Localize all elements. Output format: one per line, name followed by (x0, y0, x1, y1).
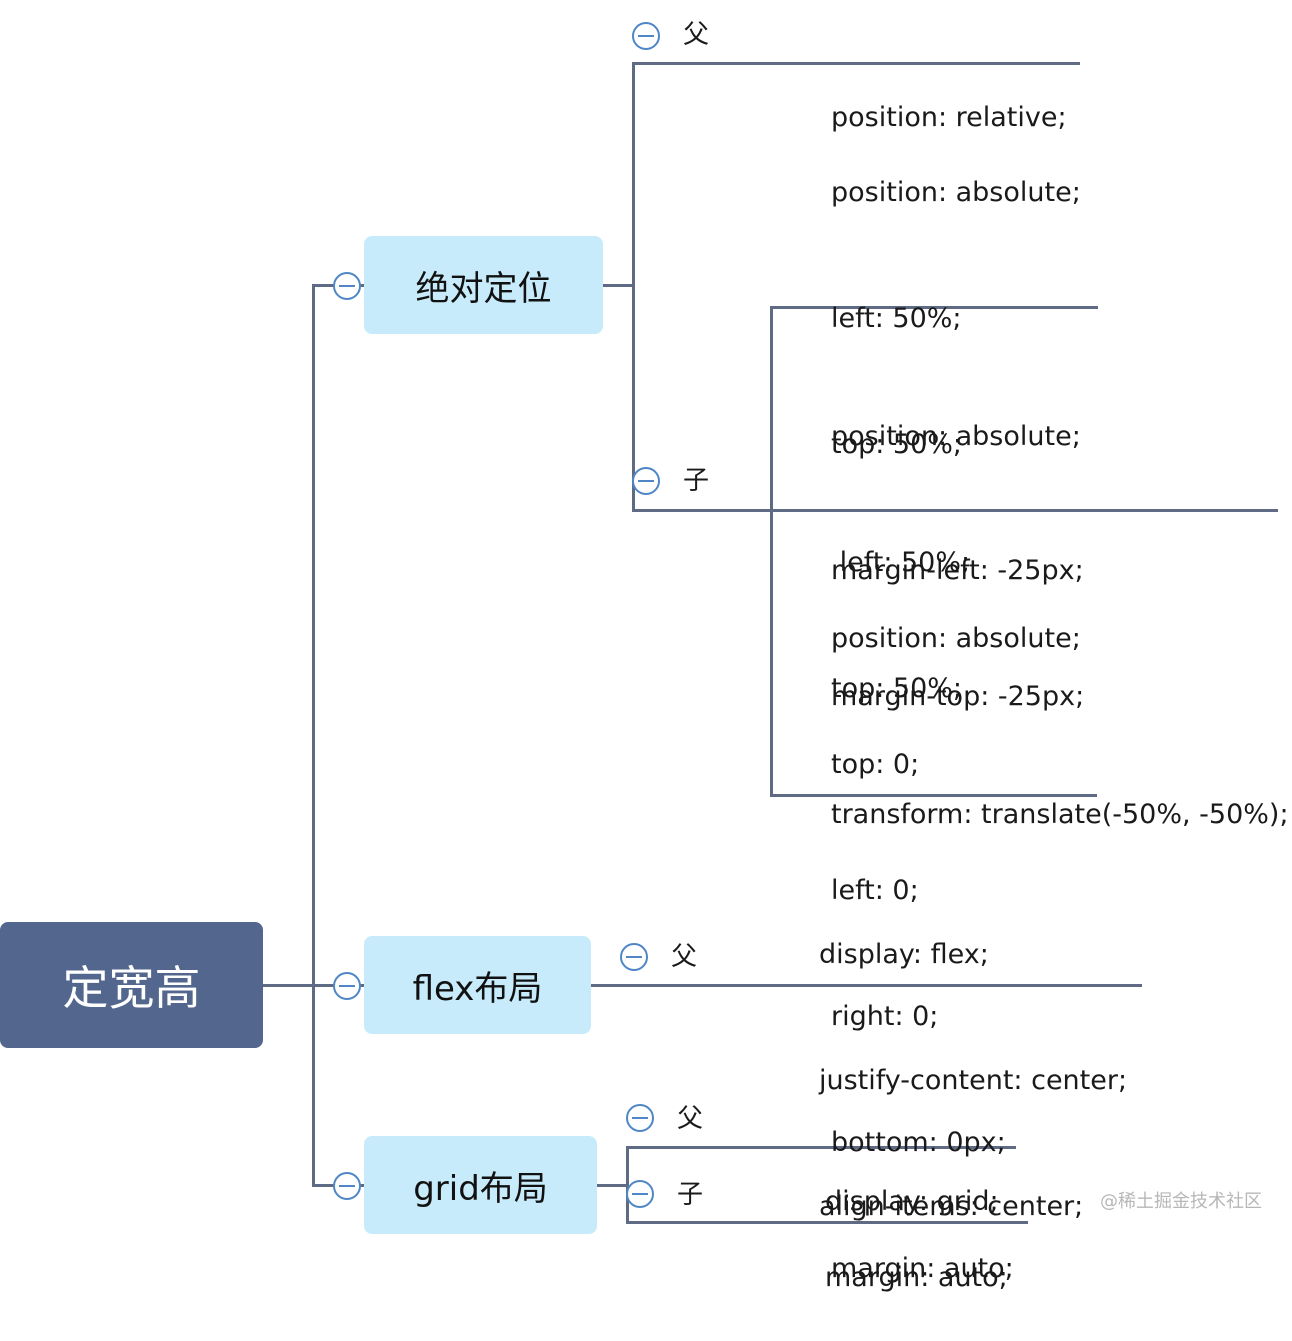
code-flex-parent: display: flex; justify-content: center; … (819, 850, 1127, 1270)
code-line: right: 0; (831, 1001, 939, 1032)
code-line: position: absolute; (831, 623, 1081, 654)
code-line: bottom: 0px; (831, 1127, 1006, 1158)
code-line: margin: auto; (825, 1262, 1008, 1293)
collapse-toggle-grid-child[interactable] (626, 1180, 654, 1208)
code-absolute-child-transform: position: absolute; left: 50%; top: 50%;… (831, 332, 1289, 878)
connector-absolute-spine (632, 62, 635, 512)
collapse-toggle-flex[interactable] (333, 972, 361, 1000)
collapse-toggle-grid-parent[interactable] (626, 1104, 654, 1132)
code-line: margin-left: -25px; (831, 555, 1084, 586)
connector-main-spine (312, 284, 315, 1186)
collapse-toggle-absolute-parent[interactable] (632, 22, 660, 50)
code-line: display: grid; (825, 1186, 999, 1217)
connector-absolute-out (603, 284, 635, 287)
branch-node-absolute[interactable]: 绝对定位 (364, 236, 603, 334)
role-label-child: 子 (677, 1180, 704, 1210)
collapse-toggle-grid[interactable] (333, 1172, 361, 1200)
code-line: display: flex; (819, 939, 989, 970)
collapse-toggle-absolute-child[interactable] (632, 467, 660, 495)
collapse-toggle-flex-parent[interactable] (620, 943, 648, 971)
code-line: margin-top: -25px; (831, 681, 1085, 712)
connector-root-trunk (263, 984, 315, 987)
code-line: position: relative; (831, 102, 1067, 133)
branch-label: flex布局 (412, 968, 543, 1009)
underline-grid-parent (626, 1146, 1016, 1149)
code-line: left: 50%; (831, 303, 962, 334)
code-line: left: 0; (831, 875, 919, 906)
code-line: position: absolute; (831, 421, 1081, 452)
branch-node-grid[interactable]: grid布局 (364, 1136, 597, 1234)
collapse-toggle-absolute[interactable] (333, 272, 361, 300)
role-label-parent: 父 (683, 20, 710, 50)
underline-absolute-parent (632, 62, 1080, 65)
underline-flex-parent (591, 984, 1142, 987)
code-line: left: 50%; (831, 547, 971, 578)
branch-label: 绝对定位 (415, 268, 552, 309)
connector-grid-spine (626, 1146, 629, 1224)
role-label-parent: 父 (677, 1104, 704, 1134)
branch-label: grid布局 (413, 1168, 548, 1209)
underline-absolute-child (632, 509, 1278, 512)
connector-grid-out (597, 1184, 629, 1187)
code-line: top: 50%; (831, 673, 963, 704)
code-line: justify-content: center; (819, 1065, 1128, 1096)
underline-grid-child (626, 1221, 1028, 1224)
role-label-child: 子 (683, 466, 710, 496)
branch-node-flex[interactable]: flex布局 (364, 936, 591, 1034)
root-label: 定宽高 (62, 961, 201, 1015)
code-line: position: absolute; (831, 177, 1081, 208)
code-line: top: 0; (831, 749, 920, 780)
code-grid-parent: display: grid; (825, 1097, 999, 1265)
role-label-parent: 父 (671, 942, 698, 972)
code-grid-child: margin: auto; (825, 1173, 1008, 1341)
watermark: @稀土掘金技术社区 (1100, 1191, 1262, 1212)
code-line: transform: translate(-50%, -50%); (831, 799, 1289, 830)
root-node[interactable]: 定宽高 (0, 922, 263, 1048)
code-line: align-items: center; (819, 1191, 1084, 1222)
underline-variant-margin (770, 306, 1098, 309)
code-absolute-parent: position: relative; (831, 13, 1067, 181)
code-line: top: 50%; (831, 429, 963, 460)
connector-child-variants-spine (770, 306, 773, 797)
code-absolute-child-margin: position: absolute; left: 50%; top: 50%;… (831, 88, 1084, 760)
underline-variant-auto (770, 794, 1097, 797)
